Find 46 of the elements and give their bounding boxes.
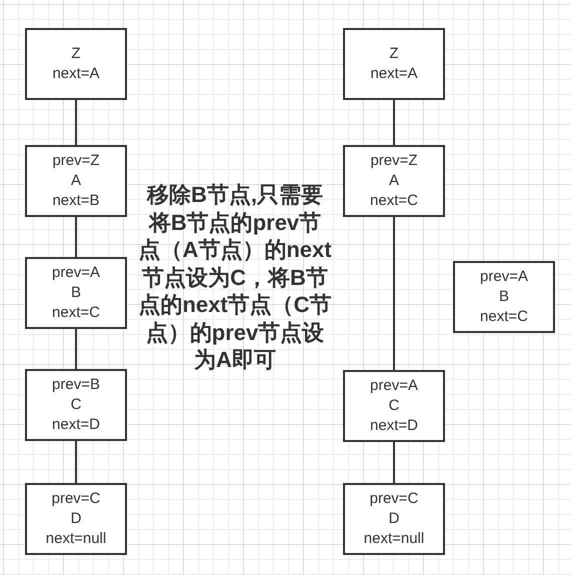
node-field-text: prev=C (52, 489, 100, 509)
node-field-text: next=null (46, 529, 106, 549)
node-field-text: next=C (52, 303, 100, 323)
node-field-text: prev=C (370, 489, 418, 509)
list-node-box (25, 28, 127, 100)
node-field-text: next=null (364, 529, 424, 549)
node-field-text: Z (389, 44, 399, 64)
node-field-text: prev=A (370, 376, 418, 396)
node-field-text: A (388, 171, 399, 191)
list-node-box (343, 370, 445, 442)
node-field-text: prev=Z (370, 151, 418, 171)
list-node-box (25, 145, 127, 217)
list-node-box (343, 28, 445, 100)
node-field-text: next=D (52, 415, 100, 435)
list-node-box (453, 261, 555, 333)
list-node-box (25, 483, 127, 555)
link-line (75, 100, 77, 145)
list-node-box (25, 369, 127, 441)
node-field-text: prev=A (52, 263, 100, 283)
node-field-text: prev=Z (52, 151, 100, 171)
node-field-text: next=B (52, 191, 100, 211)
node-field-text: next=A (52, 64, 100, 84)
node-field-text: C (388, 396, 400, 416)
node-field-text: prev=B (52, 375, 100, 395)
node-field-text: A (70, 171, 81, 191)
explanation-note: 移除B节点,只需要将B节点的prev节点（A节点）的next节点设为C，将B节点的next节点（C节点）的prev节点设为A即可 (138, 181, 332, 374)
node-field-text: next=C (370, 191, 418, 211)
link-line (393, 100, 395, 145)
node-field-text: B (498, 287, 509, 307)
link-line (393, 442, 395, 483)
list-node-box (25, 257, 127, 329)
link-line (75, 329, 77, 369)
link-line (393, 217, 395, 370)
node-field-text: D (70, 509, 82, 529)
node-field-text: C (70, 395, 82, 415)
node-field-text: prev=A (480, 267, 528, 287)
node-field-text: B (70, 283, 81, 303)
node-field-text: D (388, 509, 400, 529)
link-line (75, 441, 77, 483)
node-field-text: next=C (480, 307, 528, 327)
node-field-text: next=D (370, 416, 418, 436)
link-line (75, 217, 77, 257)
node-field-text: Z (71, 44, 81, 64)
list-node-box (343, 145, 445, 217)
node-field-text: next=A (370, 64, 418, 84)
list-node-box (343, 483, 445, 555)
